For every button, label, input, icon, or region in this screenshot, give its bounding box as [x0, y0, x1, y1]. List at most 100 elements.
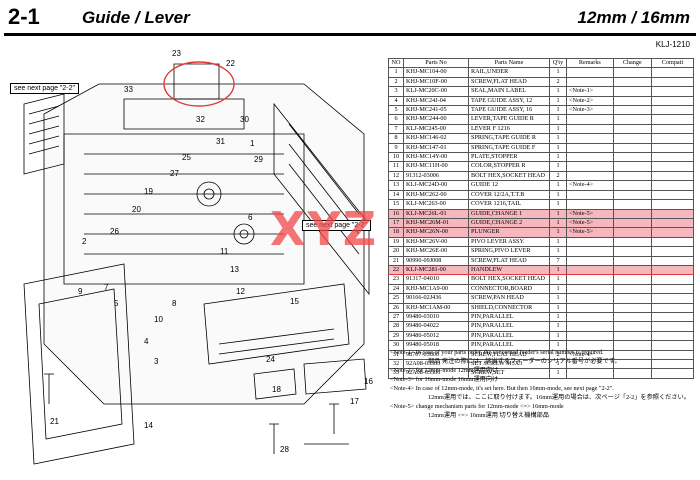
cell-remarks	[566, 246, 614, 257]
svg-text:28: 28	[280, 445, 289, 454]
cell-compati	[650, 199, 695, 210]
cell-parts-no: KHJ-MC241-05	[403, 105, 469, 116]
cell-parts-no: KHJ-MC11H-00	[403, 161, 469, 172]
cell-compati	[650, 302, 695, 313]
cell-qty: 1	[549, 180, 567, 191]
table-header-row: NO Parts No Parts Name Q'ty Remarks Chan…	[388, 57, 695, 69]
col-change: Change	[612, 57, 652, 69]
cell-change	[612, 208, 652, 219]
cell-no: 1	[388, 67, 404, 78]
cell-change	[612, 236, 652, 248]
cell-no: 24	[388, 283, 404, 295]
cell-parts-no: KHJ-MC147-01	[403, 142, 469, 154]
cell-remarks	[566, 123, 614, 135]
cell-qty: 2	[549, 76, 567, 88]
cell-qty: 1	[549, 227, 567, 238]
svg-text:14: 14	[144, 421, 153, 430]
note-line: <Note-4> In case of 12mm-mode, it's set …	[390, 385, 614, 392]
cell-change	[612, 67, 652, 78]
cell-no: 9	[388, 142, 404, 154]
cell-change	[612, 227, 652, 238]
cell-parts-name: COVER 1216,TAIL	[468, 199, 550, 210]
cell-change	[612, 161, 652, 172]
cell-no: 22	[388, 264, 404, 276]
cell-no: 7	[388, 123, 404, 135]
cell-qty: 1	[549, 236, 567, 248]
svg-text:4: 4	[144, 337, 149, 346]
cell-remarks	[566, 161, 614, 172]
cell-qty: 1	[549, 189, 567, 201]
svg-text:13: 13	[230, 265, 239, 274]
cell-remarks	[566, 189, 614, 201]
cell-parts-no: KLJ-MC245-00	[403, 123, 469, 135]
col-qty: Q'ty	[549, 57, 567, 69]
cell-compati	[650, 86, 695, 97]
cell-parts-name: SCREW,PAN HEAD	[468, 293, 550, 304]
cell-parts-name: SEAL,MAIN LABEL	[468, 86, 550, 97]
col-no: NO	[388, 57, 404, 69]
cell-parts-no: 91312-03006	[403, 170, 469, 182]
mode-label: 12mm / 16mm	[577, 8, 690, 27]
svg-text:33: 33	[124, 85, 133, 94]
cell-no: 28	[388, 321, 404, 332]
col-parts-name: Parts Name	[468, 57, 550, 69]
note-line: <Note-1> In case of your parts order, th…	[390, 349, 604, 356]
svg-text:15: 15	[290, 297, 299, 306]
cell-no: 8	[388, 133, 404, 144]
cell-remarks	[566, 133, 614, 144]
cell-change	[612, 114, 652, 125]
svg-text:20: 20	[132, 205, 141, 214]
svg-text:27: 27	[170, 169, 179, 178]
svg-text:25: 25	[182, 153, 191, 162]
cell-qty: 1	[549, 114, 567, 125]
svg-text:11: 11	[220, 247, 229, 256]
cell-parts-name: SPRING,PIVO LEVER	[468, 246, 550, 257]
cell-qty: 1	[549, 217, 567, 229]
cell-qty: 1	[549, 152, 567, 163]
svg-text:23: 23	[172, 49, 181, 58]
svg-text:30: 30	[240, 115, 249, 124]
cell-parts-name: PIVO LEVER ASSY.	[468, 236, 550, 248]
cell-no: 27	[388, 311, 404, 323]
cell-qty: 1	[549, 274, 567, 285]
svg-text:29: 29	[254, 155, 263, 164]
svg-text:12: 12	[236, 287, 245, 296]
cell-parts-name: BOLT HEX,SOCKET HEAD	[468, 274, 550, 285]
cell-no: 26	[388, 302, 404, 313]
cell-compati	[650, 227, 695, 238]
cell-qty: 1	[549, 161, 567, 172]
cell-qty: 1	[549, 142, 567, 154]
cell-parts-name: LEVER,TAPE GUIDE R	[468, 114, 550, 125]
cell-qty: 1	[549, 199, 567, 210]
svg-text:2: 2	[82, 237, 87, 246]
svg-text:22: 22	[226, 59, 235, 68]
cell-no: 2	[388, 76, 404, 88]
cell-qty: 1	[549, 246, 567, 257]
section-title: Guide / Lever	[82, 8, 190, 27]
cell-remarks	[566, 311, 614, 323]
parts-table: NO Parts No Parts Name Q'ty Remarks Chan…	[388, 57, 695, 379]
cell-parts-name: GUIDE 12	[468, 180, 550, 191]
watermark: XYZ	[270, 202, 379, 256]
cell-no: 25	[388, 293, 404, 304]
cell-change	[612, 255, 652, 266]
cell-remarks	[566, 199, 614, 210]
cell-change	[612, 293, 652, 304]
cell-qty: 2	[549, 170, 567, 182]
cell-compati	[650, 283, 695, 295]
cell-remarks: <Note-5>	[566, 208, 614, 219]
cell-remarks	[566, 76, 614, 88]
cell-parts-no: KHJ-MC26V-00	[403, 236, 469, 248]
cell-parts-no: KHJ-MC146-02	[403, 133, 469, 144]
cell-qty: 1	[549, 67, 567, 78]
cell-parts-no: 99480-04022	[403, 321, 469, 332]
cell-compati	[650, 123, 695, 135]
